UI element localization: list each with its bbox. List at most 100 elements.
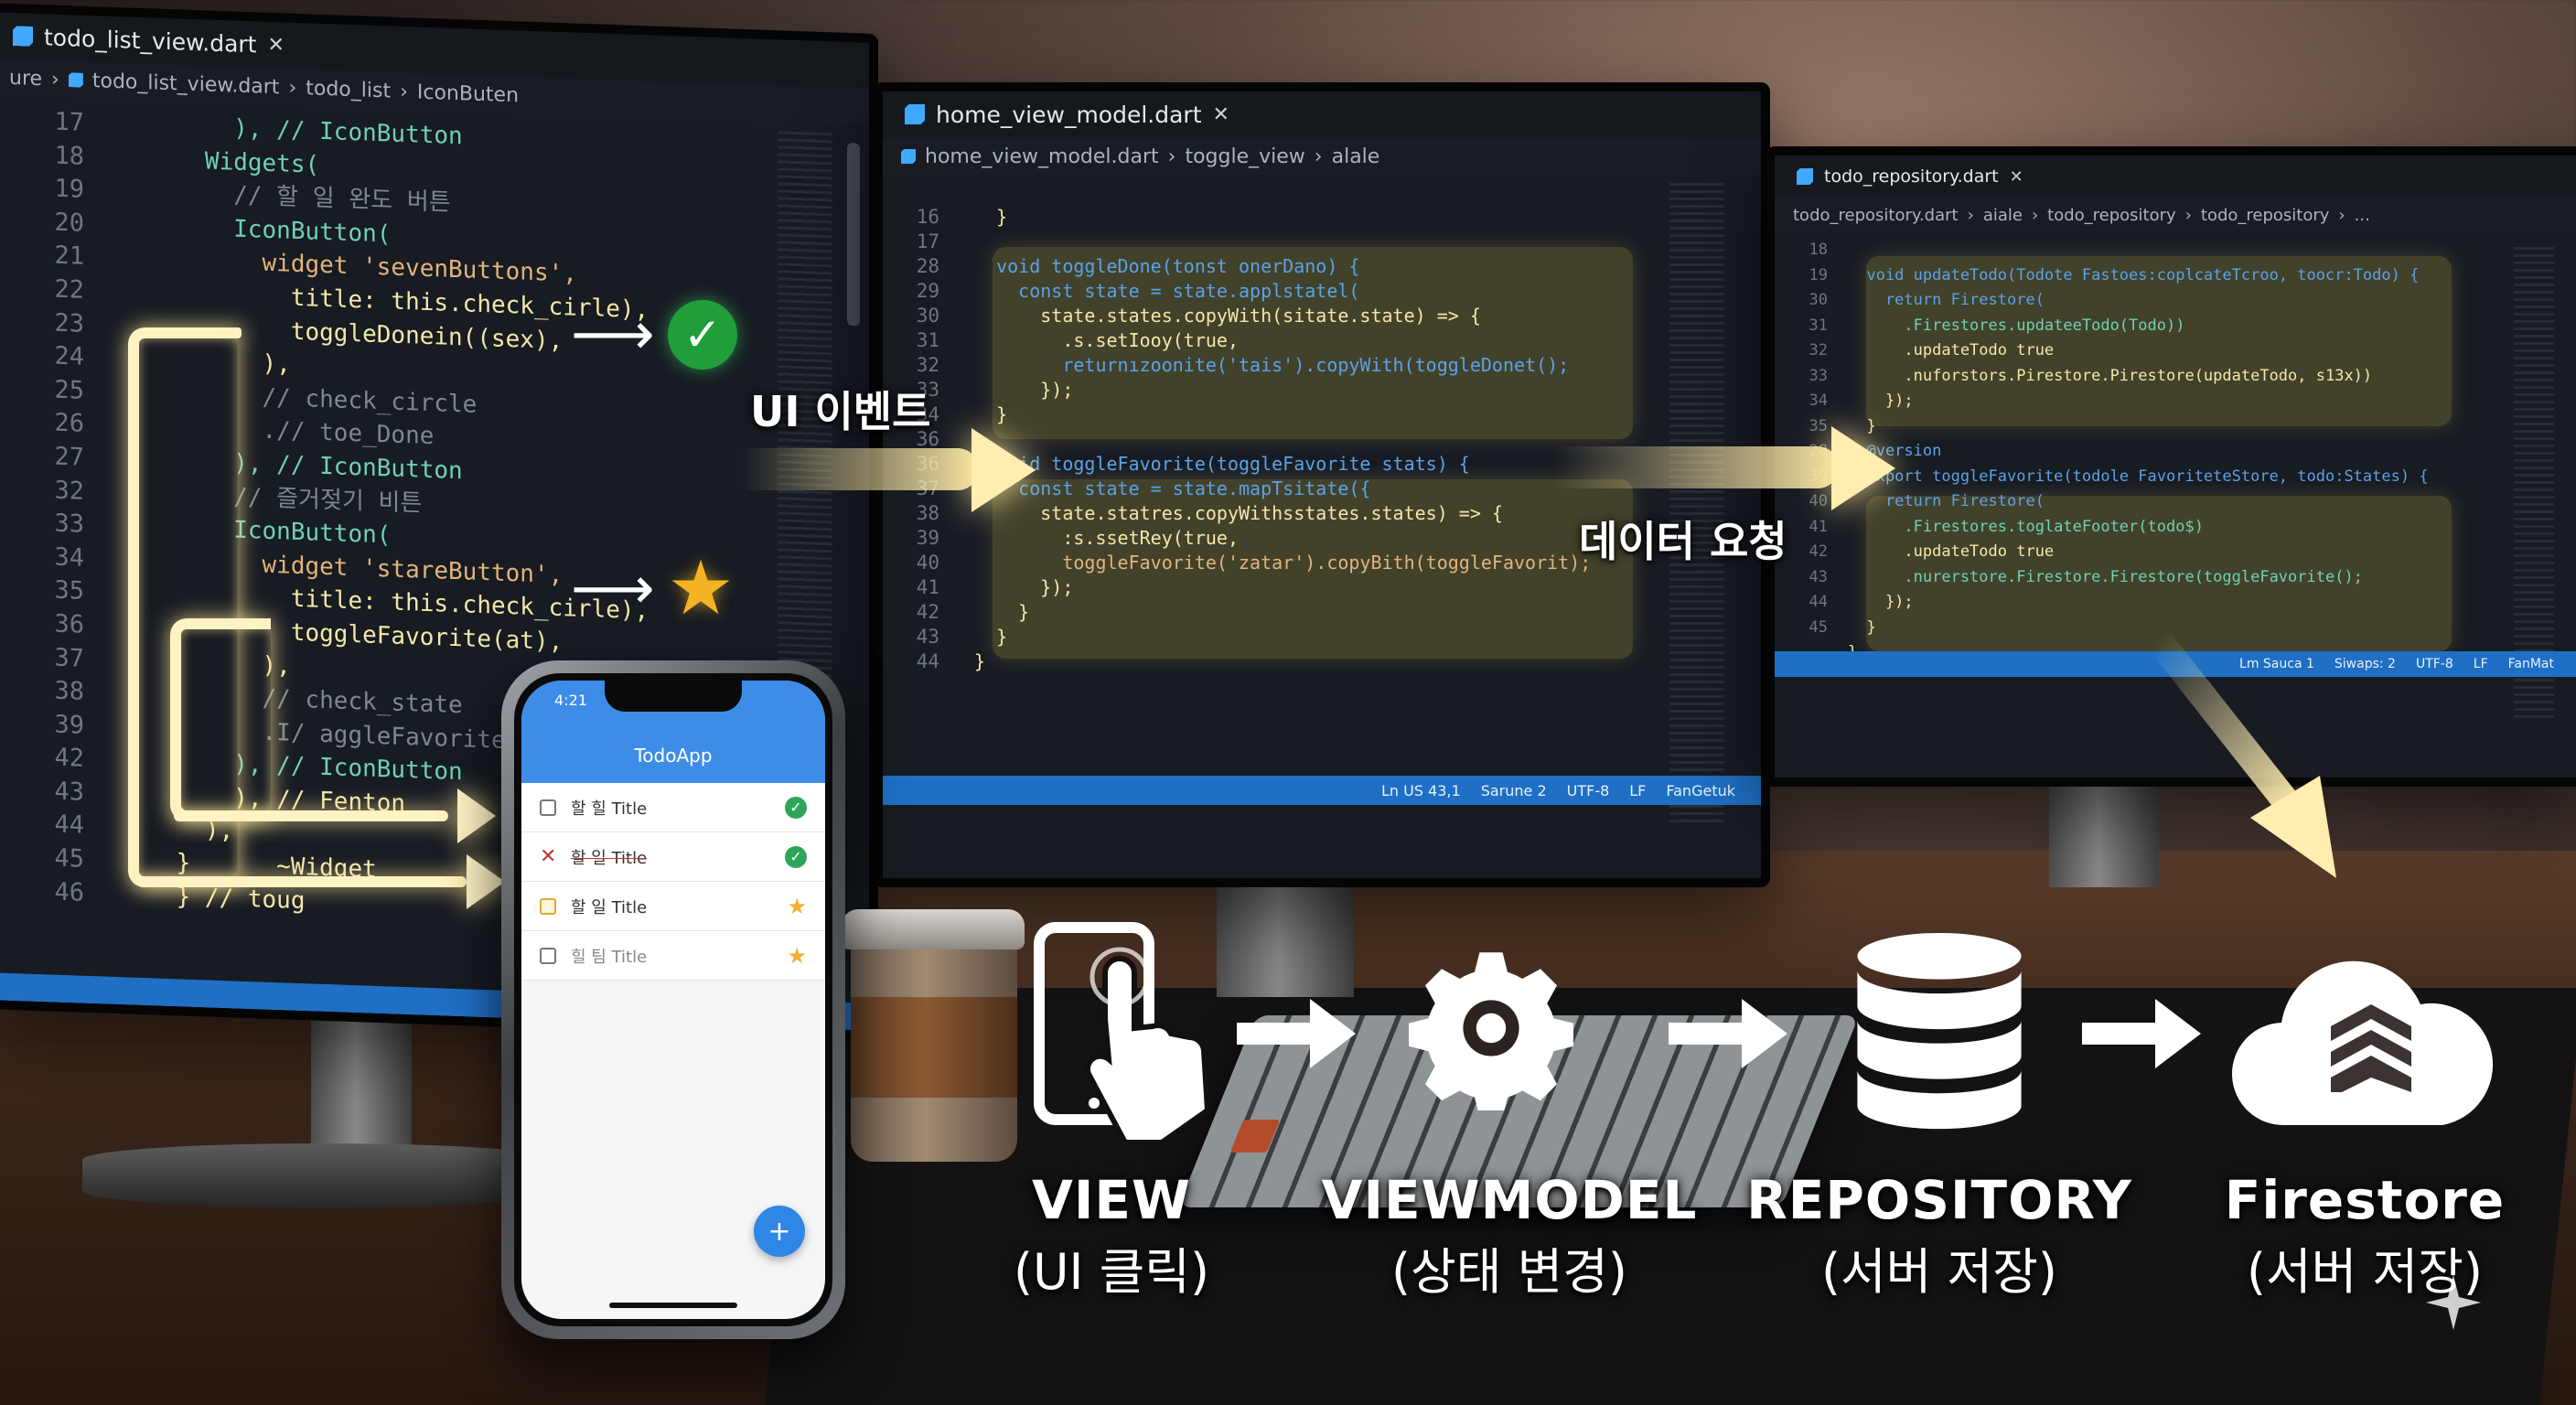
line-number: 34 [54, 542, 84, 573]
arrow-head [971, 428, 1036, 512]
arrow-right-icon: ⟶ [571, 301, 655, 369]
checkbox[interactable] [540, 799, 556, 816]
close-icon[interactable]: ✕ [1212, 102, 1229, 126]
minimap[interactable] [1669, 183, 1724, 823]
line-number: 38 [916, 502, 939, 524]
breadcrumb-item[interactable]: IconButen [416, 80, 520, 107]
status-bar: Ln US 43,1 Sarune 2 UTF-8 LF FanGetuk [883, 776, 1761, 805]
breadcrumb-item[interactable]: aiale [1982, 205, 2023, 225]
todo-row[interactable]: ✕ 할 일 Title ✓ [521, 832, 825, 882]
code-line: .nurerstore.Firestore.Firestore(toggleFa… [1848, 567, 2363, 586]
tab-todo-repository[interactable]: todo_repository.dart ✕ [1797, 166, 2023, 187]
app-title: TodoApp [634, 745, 713, 767]
status-item[interactable]: UTF-8 [1566, 781, 1610, 799]
tab-label: todo_repository.dart [1824, 166, 1999, 187]
checkbox[interactable] [540, 897, 556, 915]
status-item[interactable]: FanMat [2507, 657, 2554, 671]
checkbox[interactable] [540, 947, 556, 964]
breadcrumb-item[interactable]: todo_list_view.dart [91, 69, 280, 99]
line-number: 35 [54, 575, 84, 606]
line-number: 42 [1809, 542, 1828, 561]
todo-row[interactable]: 힐 팀 Title ★ [521, 931, 825, 981]
arrow-head [457, 788, 496, 843]
status-item[interactable]: Sarune 2 [1480, 781, 1547, 799]
ui-event-label: UI 이벤트 [750, 387, 931, 436]
code-line: const state = state.mapTsitate({ [974, 477, 1371, 499]
status-item[interactable]: LF [2473, 657, 2488, 671]
todo-row[interactable]: 할 일 Title ★ [521, 882, 825, 931]
star-icon[interactable]: ★ [787, 893, 807, 919]
check-circle-icon[interactable]: ✓ [785, 796, 807, 819]
status-item[interactable]: Siwaps: 2 [2334, 657, 2396, 671]
line-number: 45 [1809, 617, 1828, 637]
line-number: 40 [916, 552, 939, 574]
line-number: 20 [54, 208, 84, 238]
line-number: 32 [54, 476, 84, 506]
arrow-right-icon: ⟶ [571, 555, 655, 623]
add-todo-button[interactable]: + [754, 1206, 805, 1257]
check-circle-icon[interactable]: ✓ [785, 845, 807, 868]
status-item[interactable]: LF [1629, 781, 1647, 799]
highlight-toggle-favorite [1866, 496, 2452, 651]
app-bar: 4:21 TodoApp [521, 681, 825, 783]
dart-file-icon [901, 149, 916, 164]
code-line: .Firestores.updateeTodo(Todo)) [1848, 316, 2185, 335]
check-circle-icon: ✓ [668, 300, 737, 370]
line-number: 28 [916, 255, 939, 277]
flow-title-repository: REPOSITORY [1746, 1169, 2132, 1231]
status-time: 4:21 [554, 692, 587, 709]
line-number: 45 [54, 843, 84, 874]
star-icon: ★ [667, 545, 735, 632]
line-number: 42 [54, 743, 84, 774]
code-line: }); [974, 576, 1074, 598]
line-number: 31 [916, 329, 939, 351]
status-item[interactable]: FanGetuk [1666, 781, 1735, 799]
code-line: } [974, 601, 1030, 623]
cross-icon[interactable]: ✕ [540, 844, 557, 868]
tab-label: todo_list_view.dart [44, 23, 257, 58]
line-number: 44 [1809, 593, 1828, 611]
tab-todo-list-view[interactable]: todo_list_view.dart ✕ [13, 23, 284, 59]
line-number: 16 [916, 206, 939, 228]
minimap[interactable] [2514, 247, 2554, 723]
status-item[interactable]: UTF-8 [2415, 657, 2453, 671]
coffee-sleeve [851, 997, 1017, 1098]
line-number: 36 [916, 428, 939, 450]
code-line: } [1848, 416, 1876, 435]
line-number: 21 [54, 241, 84, 272]
status-item[interactable]: Ln US 43,1 [1380, 781, 1461, 799]
breadcrumb-item[interactable]: todo_repository [2200, 205, 2330, 225]
touch-phone-icon [1034, 922, 1211, 1145]
line-number: 39 [54, 710, 84, 740]
line-number: 26 [54, 409, 84, 439]
breadcrumb-item[interactable]: ... [2354, 205, 2370, 225]
database-icon [1857, 932, 2022, 1130]
code-area[interactable]: } void toggleDone(tonst onerDano) { cons… [974, 205, 1591, 674]
close-icon[interactable]: ✕ [2009, 166, 2023, 187]
breadcrumb: todo_repository.dart› aiale› todo_reposi… [1775, 199, 2576, 231]
breadcrumb-item[interactable]: todo_repository.dart [1793, 205, 1959, 225]
line-number: 30 [1809, 291, 1828, 309]
breadcrumb-item[interactable]: todo_repository [2047, 205, 2176, 225]
flow-arrow-icon [1237, 999, 1356, 1068]
breadcrumb-item[interactable]: home_view_model.dart [925, 145, 1159, 168]
code-line: }); [1848, 593, 1914, 611]
breadcrumb-item[interactable]: alale [1331, 145, 1380, 168]
coffee-lid [842, 909, 1025, 949]
tab-home-view-model[interactable]: home_view_model.dart ✕ [905, 102, 1229, 128]
close-icon[interactable]: ✕ [267, 33, 284, 57]
line-number-gutter: 16172829303132333436363738394041424344 [883, 205, 956, 823]
star-icon[interactable]: ★ [787, 942, 807, 969]
todo-row[interactable]: 할 힐 Title ✓ [521, 783, 825, 832]
home-indicator[interactable] [609, 1303, 737, 1308]
scrollbar[interactable] [847, 142, 860, 327]
breadcrumb-item[interactable]: todo_list [306, 76, 392, 103]
status-item[interactable]: Lm Sauca 1 [2239, 657, 2314, 671]
code-area[interactable]: void updateTodo(Todote Fastoes:coplcateT… [1848, 238, 2429, 666]
line-number: 27 [54, 442, 84, 472]
line-number: 33 [54, 509, 84, 539]
phone-screen: 4:21 TodoApp 할 힐 Title ✓ ✕ 할 일 Title ✓ 할… [521, 681, 825, 1319]
line-number: 24 [54, 341, 84, 371]
breadcrumb-item[interactable]: toggle_view [1185, 145, 1305, 168]
code-line [974, 427, 1591, 452]
